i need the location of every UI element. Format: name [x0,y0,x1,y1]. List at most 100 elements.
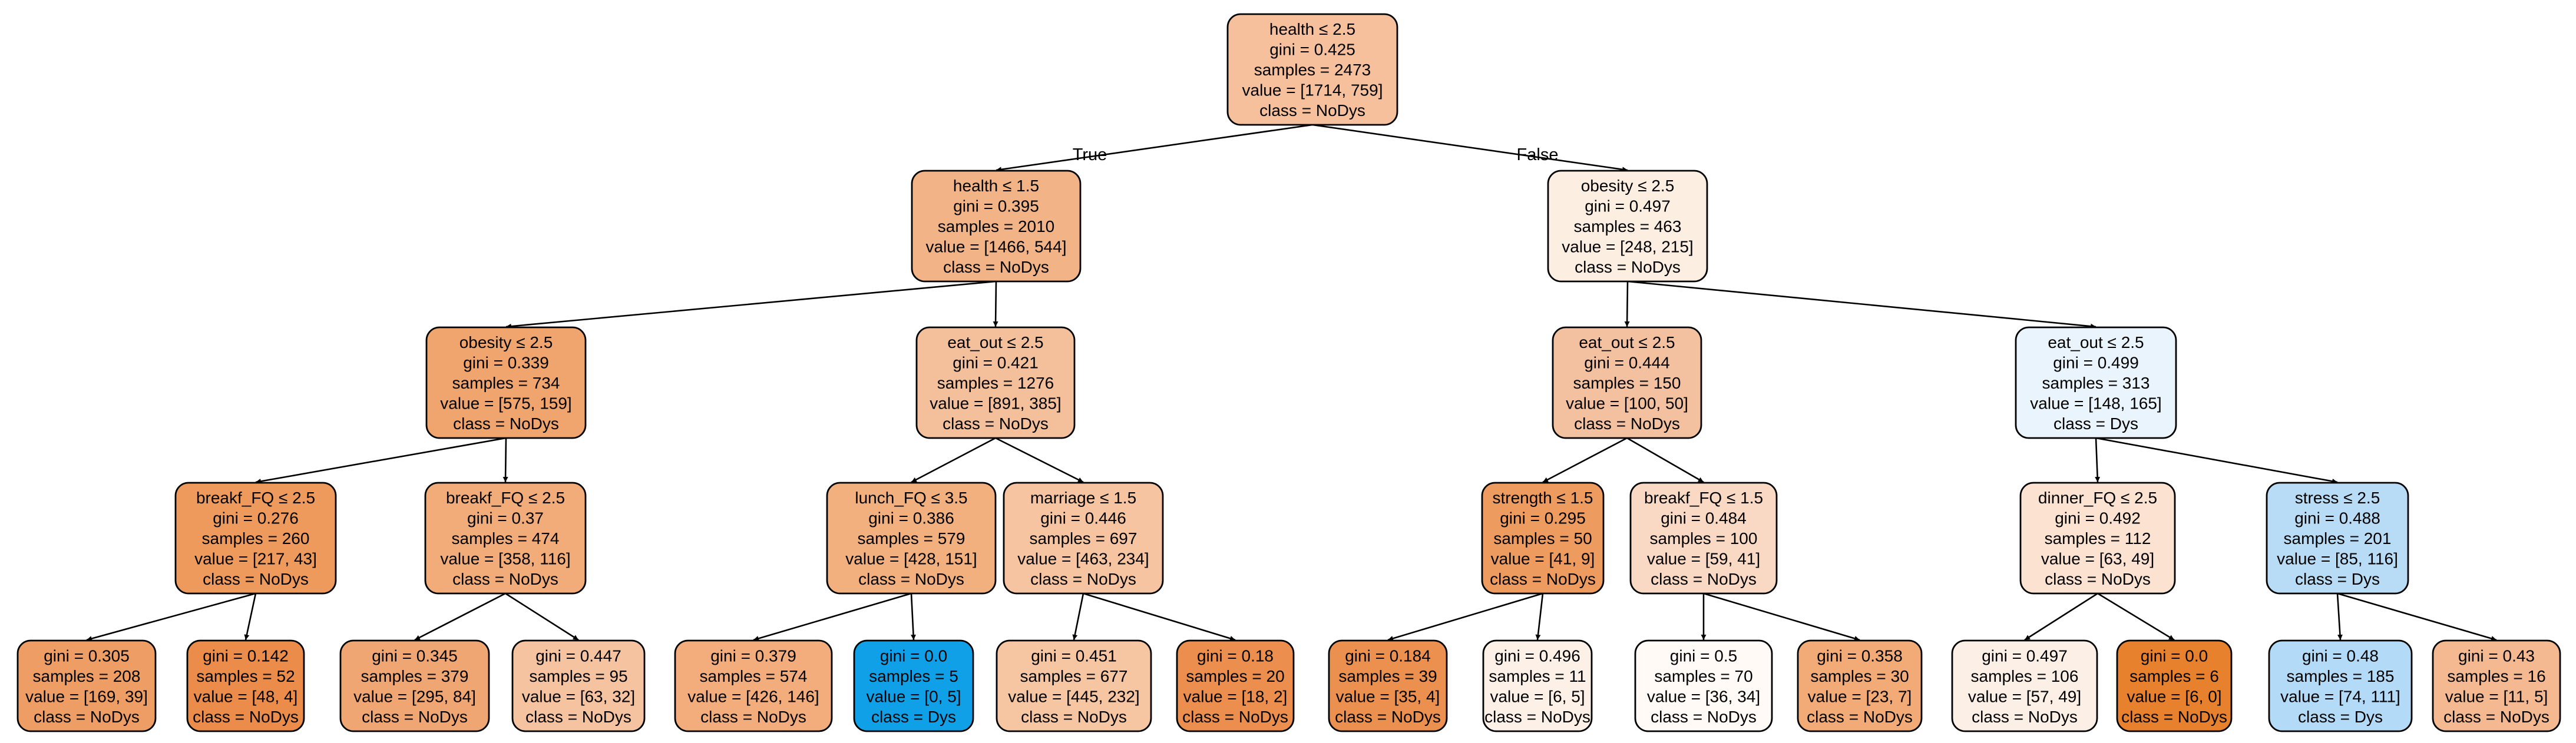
node-text-line: class = NoDys [1651,570,1757,588]
edge-n7-l1 [86,592,256,641]
edge-n13-l13 [2024,592,2098,641]
node-text-line: gini = 0.496 [1494,646,1580,665]
node-box [996,639,1152,732]
node-text-line: class = NoDys [34,708,140,726]
node-text-line: gini = 0.395 [953,197,1039,215]
node-text-line: value = [148, 165] [2030,394,2161,413]
node-text-line: class = Dys [2295,570,2380,588]
node-box [1482,639,1593,732]
node-text-line: samples = 20 [1186,667,1284,685]
node-text-line: value = [248, 215] [1562,238,1693,256]
node-text-line: samples = 5 [869,667,958,685]
node-text-line: samples = 95 [529,667,627,685]
node-text-line: value = [100, 50] [1566,394,1688,413]
node-box [511,639,646,732]
node-text-line: samples = 201 [2284,529,2392,548]
node-text-line: samples = 2473 [1254,61,1371,79]
edge-n2-n6 [1627,280,2096,329]
node-text-line: breakf_FQ ≤ 2.5 [196,489,315,507]
node-text-line: class = NoDys [700,708,806,726]
edge-n7-l2 [244,593,257,641]
node-text-line: value = [35, 4] [1336,687,1440,705]
node-box [1629,482,1778,595]
node-box [1547,170,1708,283]
edge-n5-n12 [1626,437,1704,483]
node-text-line: samples = 1276 [937,374,1054,392]
node-text-line: value = [445, 232] [1008,687,1139,705]
node-text-line: gini = 0.5 [1670,646,1737,665]
node-text-line: class = NoDys [1182,708,1288,726]
node-text-line: value = [59, 41] [1647,550,1760,568]
node-text-line: breakf_FQ ≤ 1.5 [1644,489,1763,507]
edge-n10-l8 [1083,592,1236,641]
node-text-line: gini = 0.0 [880,646,947,665]
node-text-line: value = [169, 39] [25,687,148,705]
node-text-line: class = NoDys [2045,570,2151,588]
node-text-line: class = NoDys [1259,101,1365,120]
node-text-line: gini = 0.379 [710,646,796,665]
node-text-line: value = [11, 5] [2445,687,2548,705]
node-box [186,639,305,732]
node-text-line: samples = 313 [2042,374,2150,392]
edge-n3-n7 [255,437,507,484]
node-box [2432,639,2561,732]
node-text-line: value = [63, 49] [2041,550,2154,568]
node-text-line: samples = 463 [1574,217,1682,235]
node-text-line: samples = 39 [1338,667,1437,685]
node-text-line: class = NoDys [362,708,468,726]
node-text-line: samples = 260 [202,529,310,548]
edge-n9-l5 [753,592,912,641]
edge-n6-n13 [2095,437,2101,483]
node-text-line: value = [1714, 759] [1242,81,1383,99]
node-text-line: class = NoDys [943,258,1049,276]
edge-n2-n5 [1624,281,1630,327]
edge-layer [86,124,2497,641]
node-text-line: eat_out ≤ 2.5 [2048,333,2144,351]
node-text-line: value = [85, 116] [2277,550,2398,568]
edge-n13-l14 [2097,592,2175,641]
node-box [425,326,587,439]
node-text-line: gini = 0.451 [1031,646,1117,665]
node-text-line: value = [575, 159] [440,394,571,413]
node-text-line: class = NoDys [2121,708,2227,726]
node-text-line: value = [428, 151] [845,550,977,568]
node-box [2019,482,2176,595]
node-text-line: gini = 0.18 [1197,646,1274,665]
node-text-line: gini = 0.497 [1982,646,2068,665]
node-text-line: value = [6, 0] [2127,687,2221,705]
node-text-line: gini = 0.492 [2055,509,2141,528]
node-box [1176,639,1295,732]
node-text-line: value = [48, 4] [194,687,298,705]
node-box [1634,639,1773,732]
node-text-line: samples = 734 [452,374,560,392]
node-text-line: samples = 677 [1020,667,1128,685]
edge-n9-l6 [910,593,917,641]
node-text-line: value = [891, 385] [930,394,1061,413]
node-text-line: gini = 0.43 [2458,646,2535,665]
edge-n5-n11 [1542,437,1628,483]
node-box [1481,482,1605,595]
node-text-line: samples = 379 [361,667,469,685]
node-text-line: gini = 0.0 [2141,646,2208,665]
node-text-line: samples = 50 [1493,529,1592,548]
node-text-line: eat_out ≤ 2.5 [947,333,1043,351]
node-text-line: gini = 0.447 [535,646,621,665]
node-text-line: samples = 112 [2045,529,2151,548]
node-text-line: class = NoDys [1021,708,1127,726]
edge-n10-l7 [1072,593,1084,641]
node-text-line: samples = 574 [700,667,808,685]
